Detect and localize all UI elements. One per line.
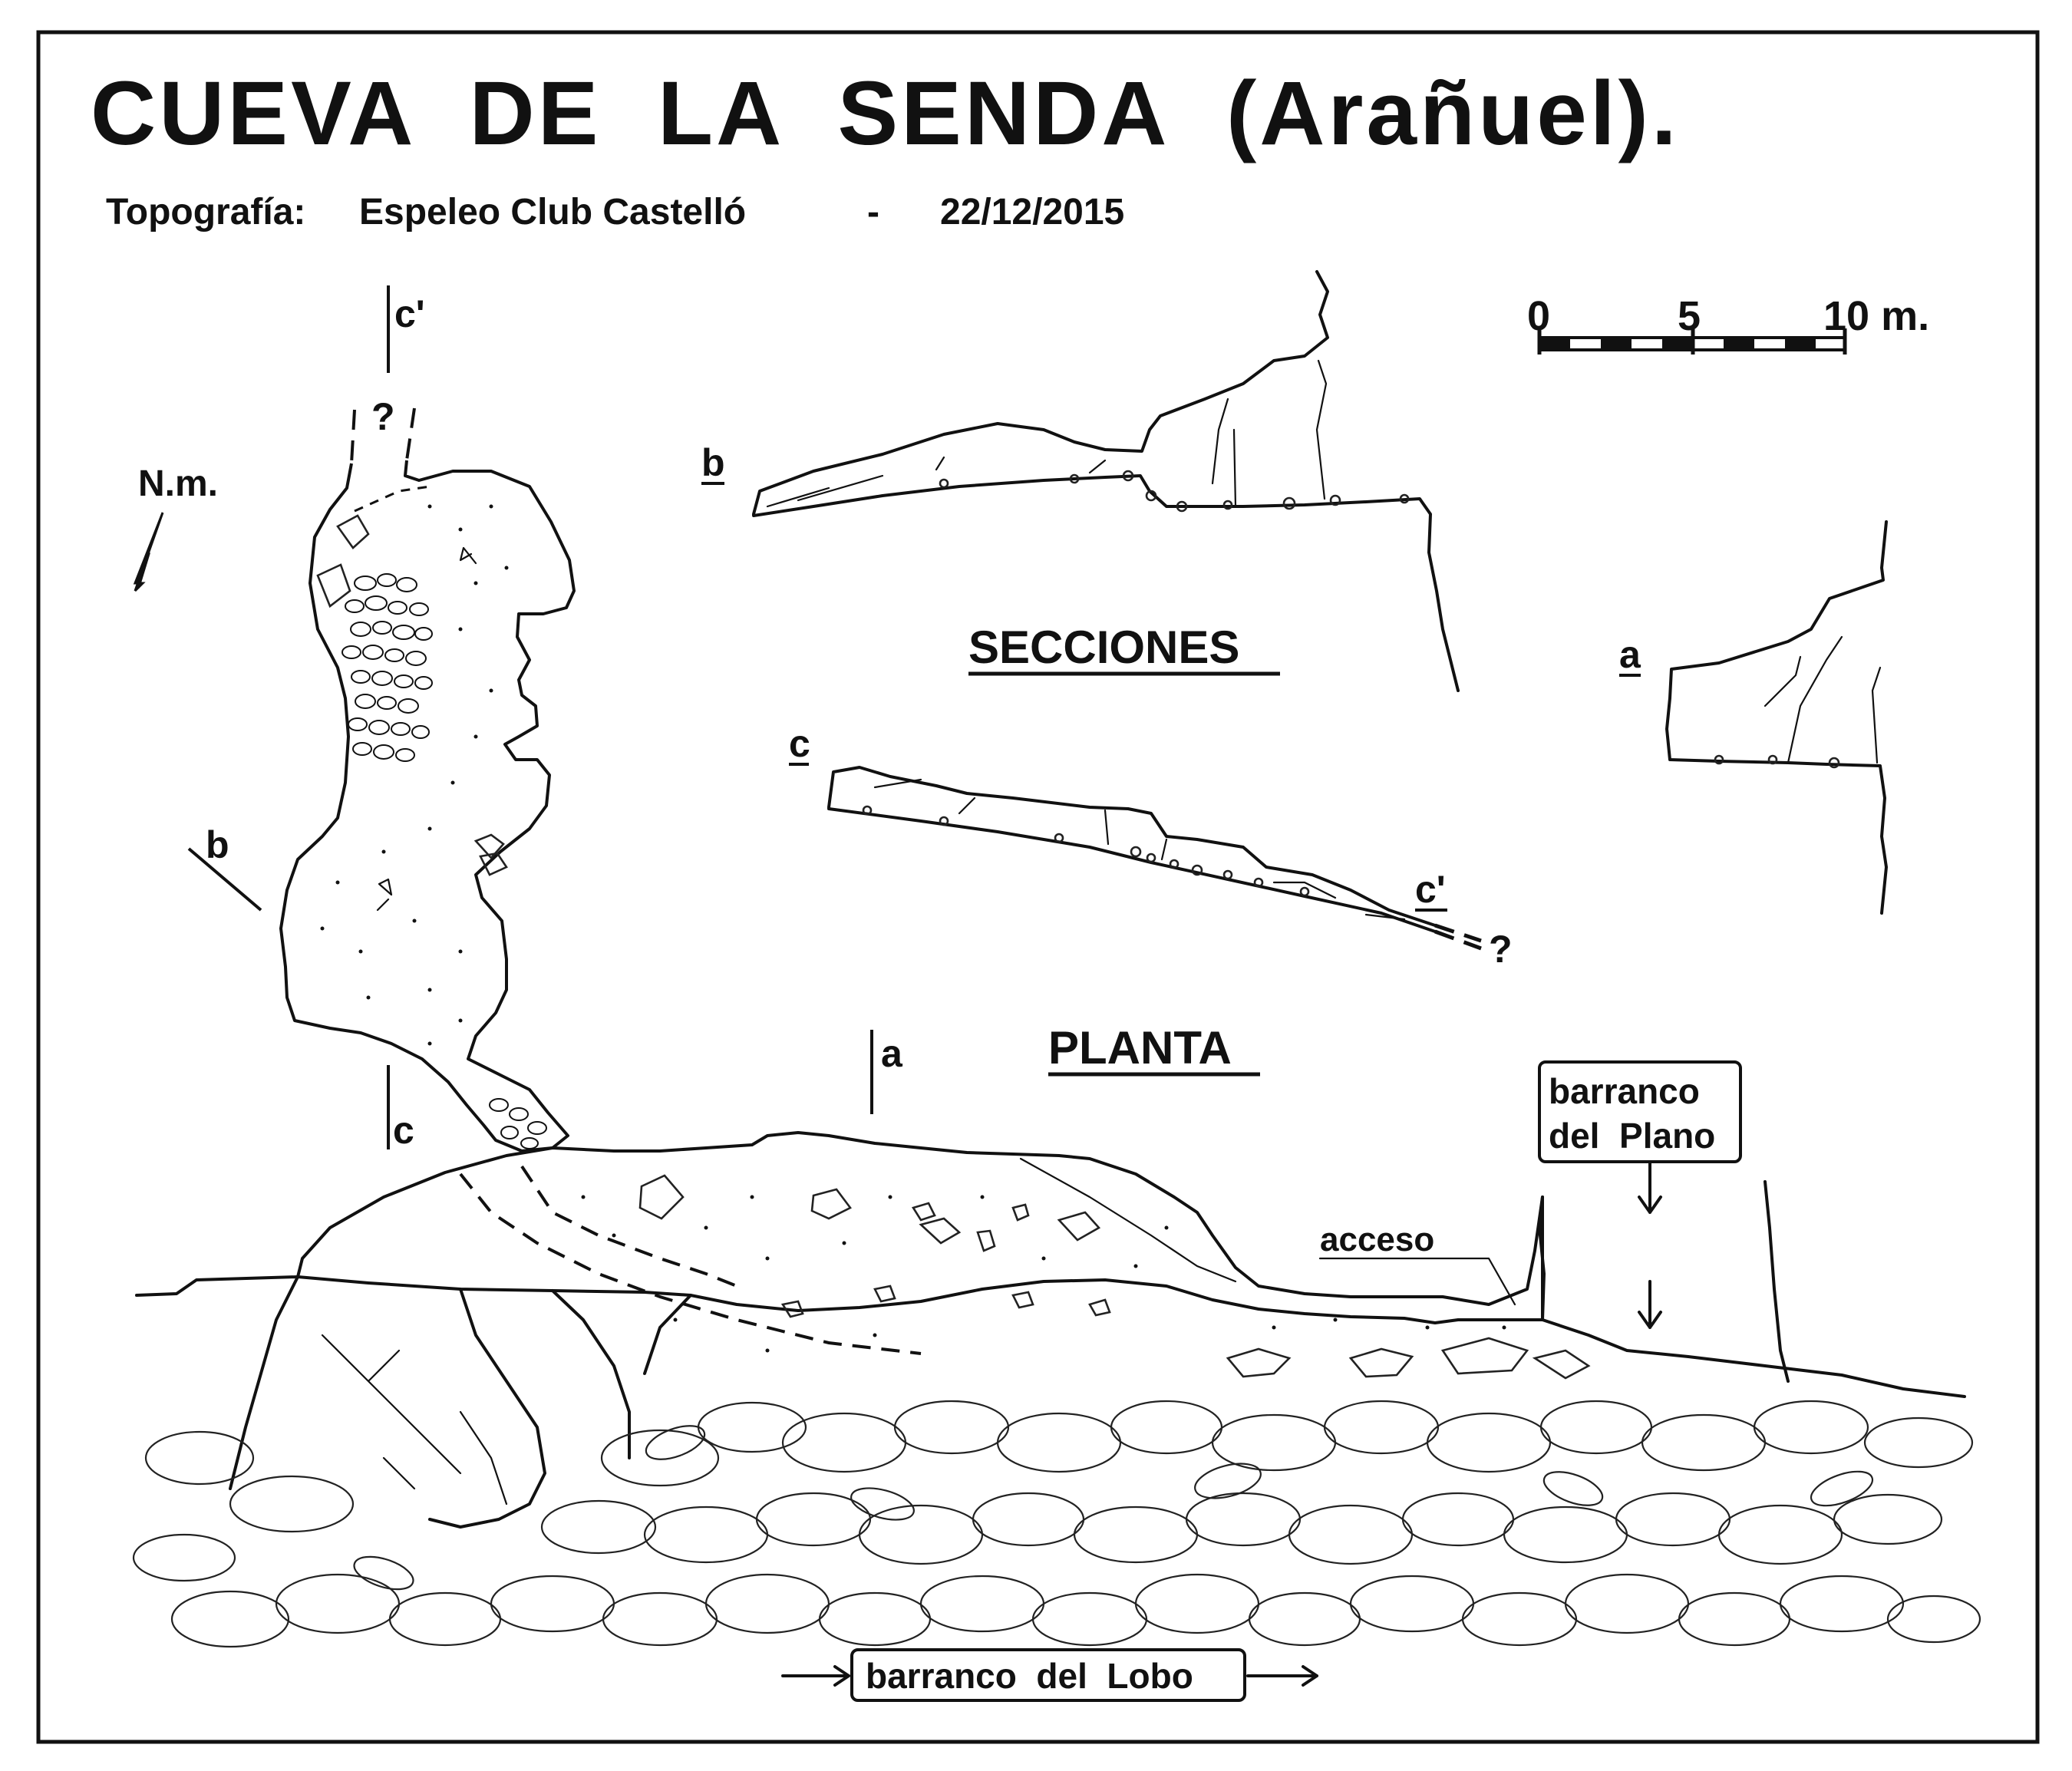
credits-date: 22/12/2015 — [940, 192, 1124, 233]
ravine-plano-box: barranco del Plano — [1538, 1060, 1742, 1329]
section-c-unknown: ? — [1489, 928, 1513, 971]
credits-team: Espeleo Club Castelló — [359, 192, 746, 233]
north-label: N.m. — [138, 463, 218, 504]
plan-mark-c-prime: c' — [394, 292, 425, 335]
ravine-plano-arrow-2 — [1638, 1280, 1662, 1329]
heading-plan: PLANTA — [1048, 1022, 1260, 1077]
scale-tick-5: 5 — [1678, 293, 1701, 339]
ravine-lobo-box: barranco del Lobo — [781, 1648, 1318, 1702]
credits-separator: - — [867, 192, 879, 233]
ravine-lobo-arrow-right — [1246, 1665, 1318, 1687]
scale-tick-10: 10 m. — [1823, 293, 1929, 339]
credits-label: Topografía: — [106, 192, 305, 233]
ravine-lobo-label: barranco del Lobo — [866, 1656, 1193, 1696]
flow-arrow-2 — [459, 546, 477, 565]
rubble-area — [316, 514, 508, 876]
heading-plan-text: PLANTA — [1048, 1022, 1232, 1073]
ravine-plano-line2: del Plano — [1549, 1116, 1715, 1156]
rock-texture — [132, 1400, 1981, 1648]
plan-mark-c: c — [393, 1109, 414, 1152]
scale-bar: 0 5 10 m. — [1527, 293, 1929, 355]
cave-plan: c' ? — [135, 285, 1966, 1398]
section-c-label: c — [789, 722, 810, 765]
cave-name: CUEVA DE LA SENDA — [91, 63, 1170, 164]
section-a-label: a — [1619, 633, 1641, 676]
access-leader-line — [1318, 1257, 1516, 1306]
flow-arrow-1 — [376, 878, 393, 912]
ravine-plano-arrow-1 — [1638, 1162, 1662, 1214]
rock-massif — [132, 1275, 1981, 1648]
section-a: a — [1619, 520, 1888, 915]
sediment-dots — [320, 504, 509, 1046]
entrance-sediment-dots — [581, 1195, 1506, 1353]
plan-mark-a: a — [881, 1032, 903, 1075]
section-c: c c' ? — [789, 722, 1513, 971]
heading-sections: SECCIONES — [968, 622, 1280, 676]
access-label: acceso — [1320, 1221, 1434, 1258]
ravine-plano-line1: barranco — [1549, 1071, 1700, 1111]
section-b: b — [701, 270, 1460, 692]
ravine-lobo-arrow-left — [781, 1665, 850, 1687]
place-name: (Arañuel). — [1226, 63, 1680, 164]
section-b-label: b — [701, 441, 725, 484]
gallery-outline — [279, 460, 576, 1153]
north-arrow: N.m. — [133, 463, 218, 592]
entrance-boulders — [638, 1174, 1591, 1380]
plan-mark-b: b — [206, 823, 229, 866]
plan-mark-unknown: ? — [371, 395, 395, 438]
heading-sections-text: SECCIONES — [968, 622, 1239, 673]
boulder-field — [341, 573, 547, 1149]
section-c-prime-label: c' — [1415, 868, 1446, 911]
sheet-frame — [36, 30, 2040, 1744]
